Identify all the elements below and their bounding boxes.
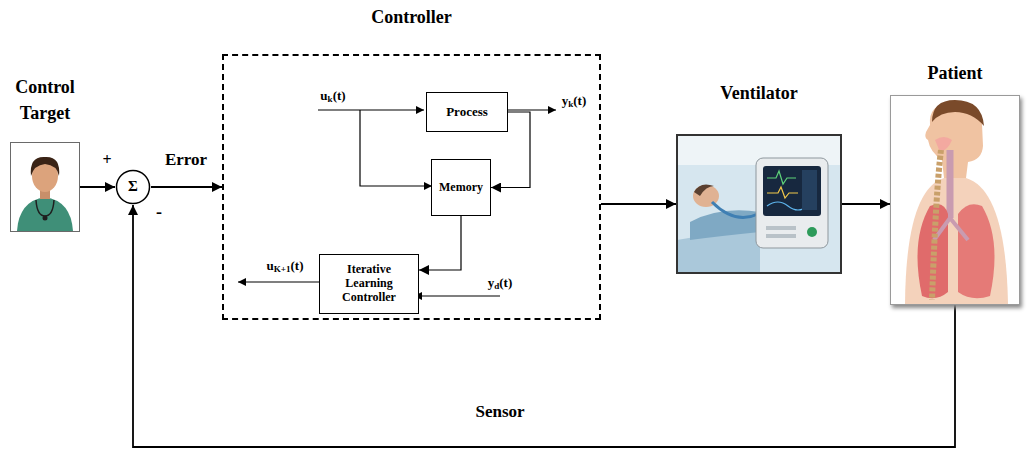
- signal-connector: [842, 203, 890, 205]
- ventilator-button: [766, 226, 796, 230]
- box-label: Memory: [435, 181, 487, 195]
- ventilator-screen: [763, 166, 821, 216]
- stethoscope-bell: [43, 216, 48, 221]
- mouth-cavity: [935, 137, 952, 152]
- ventilator-picture: [677, 135, 841, 273]
- sum-circle: [117, 171, 150, 204]
- ventilator-knob: [807, 227, 817, 237]
- signal-name: yk(t): [562, 93, 587, 109]
- learning-controller-box: Iterative Learning Controller: [319, 254, 419, 314]
- stethoscope: [36, 200, 54, 216]
- signal-letter: u: [266, 258, 273, 273]
- box-label: Iterative Learning Controller: [320, 263, 418, 304]
- signal-connector: [151, 186, 222, 188]
- patient-hair: [694, 184, 714, 196]
- box-heading: Controller: [322, 4, 502, 30]
- signal-name: uk(t): [320, 88, 345, 104]
- torso: [905, 178, 1008, 304]
- hair: [31, 157, 59, 176]
- signal-letter: u: [320, 88, 327, 103]
- patient-body: [690, 210, 760, 240]
- signal-subscript: k: [568, 99, 573, 109]
- right-lung: [958, 204, 995, 298]
- signal-letter: y: [488, 275, 495, 290]
- bronchi: [934, 218, 968, 240]
- signal-argument: (t): [499, 275, 512, 290]
- breathing-tube: [712, 202, 758, 218]
- box-heading: Patient: [890, 60, 1020, 86]
- trachea: [947, 150, 954, 218]
- signal-connector: [133, 205, 955, 447]
- signal-name: yd(t): [488, 275, 513, 291]
- minus-sign: -: [156, 202, 162, 223]
- process-box: Process: [426, 92, 508, 132]
- controller-box: ControllerProcessMemoryIterative Learnin…: [222, 54, 601, 320]
- screen-trace: [767, 171, 796, 184]
- patient-box: Patient: [890, 95, 1020, 305]
- signal-subscript: K+1: [274, 264, 291, 274]
- hair: [932, 100, 984, 126]
- signal-argument: (t): [573, 93, 586, 108]
- ventilator-button: [766, 234, 796, 238]
- spine: [932, 150, 941, 300]
- memory-box: Memory: [431, 159, 491, 216]
- input-branch-wire: [360, 110, 432, 186]
- signal-name: Error: [165, 150, 207, 170]
- shirt: [17, 197, 73, 231]
- next-input-wire: [238, 281, 320, 282]
- signal-argument: (t): [333, 88, 346, 103]
- screen-panel: [802, 170, 817, 210]
- icon-ground: [11, 143, 79, 231]
- input-wire: [318, 109, 424, 110]
- signal-connector: [419, 216, 461, 270]
- signal-argument: (t): [291, 258, 304, 273]
- anatomy-ground: [891, 96, 1019, 304]
- connector-label: Sensor: [472, 402, 527, 422]
- output-wire: [506, 109, 556, 110]
- box-label: Σ: [124, 178, 142, 195]
- room-ground: [677, 135, 841, 273]
- sum-junction: Σ: [115, 169, 151, 205]
- doctor-icon: [11, 143, 79, 231]
- signal-connector: [601, 203, 676, 205]
- screen-trace: [767, 187, 798, 198]
- patient-anatomy: [891, 96, 1019, 304]
- signal-letter: y: [562, 93, 569, 108]
- desired-output-wire: [414, 295, 500, 296]
- screen-trace: [767, 202, 808, 210]
- box-label: Process: [442, 105, 492, 120]
- signal-connector: [80, 186, 115, 188]
- ventilator-box: Ventilator: [676, 134, 842, 274]
- signal-subscript: k: [328, 94, 333, 104]
- ventilator-housing: [756, 158, 828, 248]
- signal-subscript: d: [494, 281, 499, 291]
- plus-sign: +: [102, 151, 111, 169]
- control-target-box: Control Target: [10, 142, 80, 232]
- box-heading: Ventilator: [684, 80, 834, 106]
- box-heading: Control Target: [0, 74, 93, 126]
- signal-name: uK+1(t): [266, 258, 303, 274]
